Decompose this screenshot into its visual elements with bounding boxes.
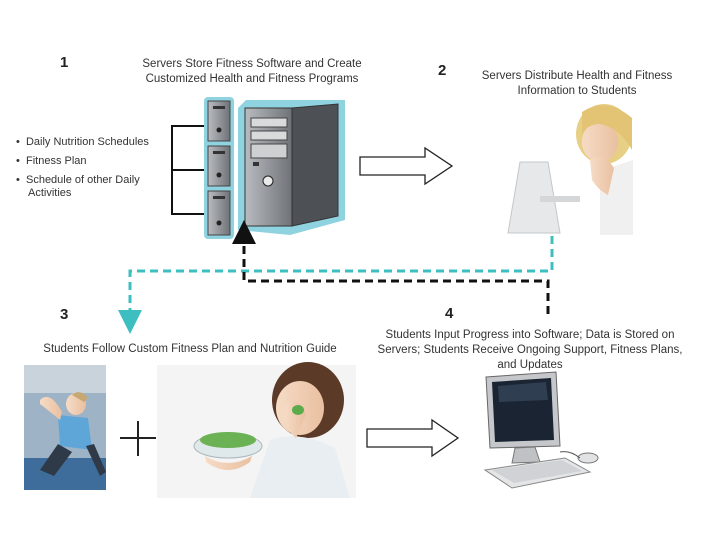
bullet-item: • Schedule of other Daily Activities <box>16 174 140 199</box>
plus-icon <box>120 421 156 456</box>
step-2-caption: Servers Distribute Health and Fitness In… <box>481 70 673 97</box>
black-dashed-connector <box>232 220 550 314</box>
step-3-number: 3 <box>60 306 69 323</box>
server-tower-icon <box>238 100 345 235</box>
bullet-item: • Fitness Plan <box>16 155 87 167</box>
woman-laptop-photo <box>505 100 635 235</box>
step-1-number: 1 <box>60 54 69 71</box>
bullet-item: • Daily Nutrition Schedules <box>16 136 149 148</box>
step-4-number: 4 <box>445 305 454 322</box>
server-rack-icon <box>204 97 234 239</box>
desktop-computer-icon <box>483 371 599 489</box>
teal-dashed-connector <box>118 236 554 334</box>
bracket-connector <box>171 125 205 215</box>
step-4-caption: Students Input Progress into Software; D… <box>377 329 683 371</box>
exercise-photo <box>24 365 106 490</box>
woman-eating-salad-photo <box>157 362 356 498</box>
arrow-right-bottom <box>366 418 460 458</box>
server-output-list: • Daily Nutrition Schedules • Fitness Pl… <box>16 136 176 206</box>
step-2-number: 2 <box>438 62 447 79</box>
step-1-caption: Servers Store Fitness Software and Creat… <box>142 58 362 85</box>
arrow-right-top <box>359 146 454 186</box>
step-3-caption: Students Follow Custom Fitness Plan and … <box>43 343 337 355</box>
